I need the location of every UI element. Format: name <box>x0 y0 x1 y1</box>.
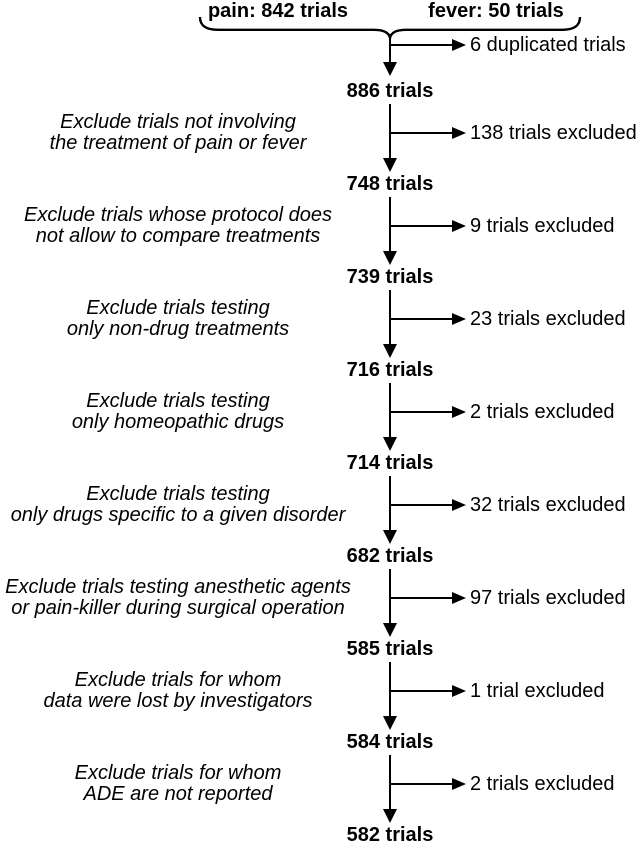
flow-line-horizontal <box>390 43 452 47</box>
excluded-count-label: 23 trials excluded <box>470 308 626 330</box>
exclusion-reason-line2: ADE are not reported <box>83 783 273 805</box>
arrow-right-icon <box>452 38 466 51</box>
arrow-right-icon <box>452 591 466 604</box>
excluded-count-label: 1 trial excluded <box>470 680 605 702</box>
arrow-down-icon <box>382 62 397 76</box>
exclusion-reason-line1: Exclude trials whose protocol does <box>24 204 332 226</box>
exclusion-reason-label: Exclude trials testing anesthetic agents… <box>4 577 352 619</box>
stage-5: 714 trials Exclude trials testing only d… <box>0 452 640 545</box>
exclusion-reason-label: Exclude trials for whom ADE are not repo… <box>4 763 352 805</box>
exclusion-reason-line2: the treatment of pain or fever <box>49 132 307 154</box>
trial-count-node: 716 trials <box>346 359 434 381</box>
exclusion-reason-line1: Exclude trials testing anesthetic agents <box>5 576 351 598</box>
flow-line-horizontal <box>390 596 452 600</box>
flow-line-vertical <box>388 290 392 344</box>
flow-line-vertical <box>388 569 392 623</box>
flow-line-vertical <box>388 197 392 251</box>
exclusion-reason-line1: Exclude trials not involving <box>60 111 296 133</box>
stage-8: 584 trials Exclude trials for whom ADE a… <box>0 731 640 824</box>
duplicates-count-label: 6 duplicated trials <box>470 34 626 56</box>
header-merge-section: pain: 842 trials fever: 50 trials 6 dupl… <box>0 0 640 80</box>
exclusion-reason-line1: Exclude trials testing <box>86 483 270 505</box>
arrow-down-icon <box>382 437 397 451</box>
stage-7: 585 trials Exclude trials for whom data … <box>0 638 640 731</box>
exclusion-reason-line2: data were lost by investigators <box>43 690 313 712</box>
trial-count-node: 714 trials <box>346 452 434 474</box>
excluded-count-label: 97 trials excluded <box>470 587 626 609</box>
arrow-down-icon <box>382 251 397 265</box>
exclusion-reason-label: Exclude trials testing only non-drug tre… <box>4 298 352 340</box>
exclusion-reason-line1: Exclude trials for whom <box>74 669 282 691</box>
exclusion-reason-line2: not allow to compare treatments <box>35 225 321 247</box>
trial-count-node: 886 trials <box>346 80 434 102</box>
arrow-right-icon <box>452 126 466 139</box>
arrow-down-icon <box>382 623 397 637</box>
stage-4: 716 trials Exclude trials testing only h… <box>0 359 640 452</box>
flow-line-horizontal <box>390 131 452 135</box>
exclusion-reason-line1: Exclude trials for whom <box>74 762 282 784</box>
source-pain-label: pain: 842 trials <box>207 0 349 22</box>
flow-line-horizontal <box>390 410 452 414</box>
trial-count-node: 585 trials <box>346 638 434 660</box>
flow-line-vertical <box>388 383 392 437</box>
source-fever-label: fever: 50 trials <box>428 0 564 22</box>
flow-line-horizontal <box>390 317 452 321</box>
stage-2: 748 trials Exclude trials whose protocol… <box>0 173 640 266</box>
flow-line-vertical <box>388 476 392 530</box>
flow-line-vertical <box>388 755 392 809</box>
exclusion-reason-label: Exclude trials testing only drugs specif… <box>4 484 352 526</box>
exclusion-reason-label: Exclude trials whose protocol does not a… <box>4 205 352 247</box>
excluded-count-label: 32 trials excluded <box>470 494 626 516</box>
exclusion-reason-label: Exclude trials for whom data were lost b… <box>4 670 352 712</box>
arrow-right-icon <box>452 777 466 790</box>
arrow-right-icon <box>452 498 466 511</box>
arrow-right-icon <box>452 219 466 232</box>
flow-line-horizontal <box>390 782 452 786</box>
flow-line-horizontal <box>390 689 452 693</box>
exclusion-reason-line1: Exclude trials testing <box>86 390 270 412</box>
excluded-count-label: 138 trials excluded <box>470 122 637 144</box>
flow-line-horizontal <box>390 503 452 507</box>
exclusion-reason-line1: Exclude trials testing <box>86 297 270 319</box>
arrow-down-icon <box>382 158 397 172</box>
arrow-down-icon <box>382 530 397 544</box>
trial-count-node: 739 trials <box>346 266 434 288</box>
arrow-right-icon <box>452 312 466 325</box>
trial-count-node-final: 582 trials <box>346 824 434 846</box>
arrow-down-icon <box>382 344 397 358</box>
arrow-down-icon <box>382 809 397 823</box>
flow-line-horizontal <box>390 224 452 228</box>
exclusion-reason-line2: only drugs specific to a given disorder <box>10 504 346 526</box>
flow-line-vertical <box>388 34 392 63</box>
flow-line-vertical <box>388 662 392 716</box>
exclusion-reason-line2: only homeopathic drugs <box>71 411 285 433</box>
flow-stages: 886 trials Exclude trials not involving … <box>0 80 640 847</box>
stage-3: 739 trials Exclude trials testing only n… <box>0 266 640 359</box>
stage-final: 582 trials <box>0 824 640 847</box>
arrow-right-icon <box>452 405 466 418</box>
excluded-count-label: 2 trials excluded <box>470 401 615 423</box>
arrow-down-icon <box>382 716 397 730</box>
stage-1: 886 trials Exclude trials not involving … <box>0 80 640 173</box>
exclusion-reason-line2: or pain-killer during surgical operation <box>11 597 345 619</box>
trial-count-node: 584 trials <box>346 731 434 753</box>
exclusion-reason-line2: only non-drug treatments <box>66 318 290 340</box>
trial-count-node: 682 trials <box>346 545 434 567</box>
excluded-count-label: 2 trials excluded <box>470 773 615 795</box>
exclusion-reason-label: Exclude trials testing only homeopathic … <box>4 391 352 433</box>
excluded-count-label: 9 trials excluded <box>470 215 615 237</box>
arrow-right-icon <box>452 684 466 697</box>
exclusion-reason-label: Exclude trials not involving the treatme… <box>4 112 352 154</box>
stage-6: 682 trials Exclude trials testing anesth… <box>0 545 640 638</box>
trial-count-node: 748 trials <box>346 173 434 195</box>
flow-line-vertical <box>388 104 392 158</box>
